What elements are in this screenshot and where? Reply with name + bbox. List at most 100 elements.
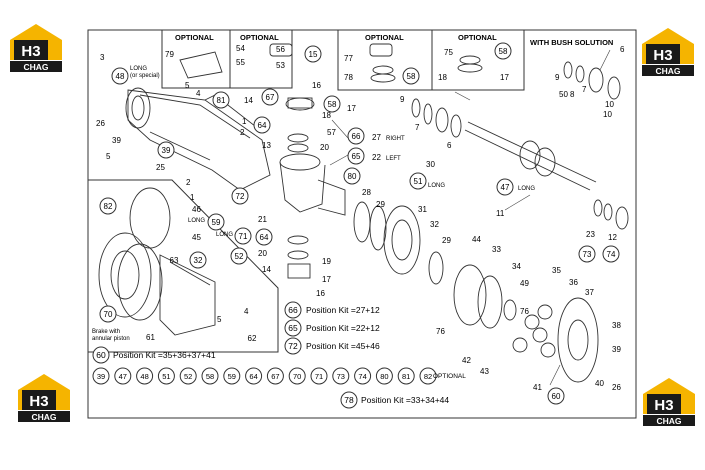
svg-text:H3: H3: [21, 43, 40, 60]
svg-text:13: 13: [262, 141, 271, 150]
svg-text:Position Kit =27+12: Position Kit =27+12: [306, 305, 380, 315]
svg-text:80: 80: [380, 372, 388, 381]
svg-text:H3: H3: [653, 47, 672, 64]
svg-text:60: 60: [552, 392, 561, 401]
svg-text:81: 81: [217, 96, 226, 105]
svg-text:82: 82: [424, 372, 432, 381]
callout-72a: 72: [231, 187, 249, 205]
svg-text:19: 19: [322, 257, 331, 266]
svg-text:70: 70: [104, 310, 113, 319]
optional-part-67: 67: [266, 367, 284, 385]
optional-title-2: OPTIONAL: [240, 33, 279, 42]
optional-part-39: 39: [92, 367, 110, 385]
svg-text:16: 16: [316, 289, 325, 298]
optional-panel-2: [229, 29, 293, 89]
svg-text:Position Kit =35+36+37+41: Position Kit =35+36+37+41: [113, 350, 216, 360]
svg-text:71: 71: [239, 232, 248, 241]
svg-text:75: 75: [444, 48, 453, 57]
optional-title-3: OPTIONAL: [365, 33, 404, 42]
svg-text:4: 4: [244, 307, 249, 316]
callout-71: 71: [234, 227, 252, 245]
svg-text:Position Kit =33+34+44: Position Kit =33+34+44: [361, 395, 449, 405]
svg-text:45: 45: [192, 233, 201, 242]
svg-text:58: 58: [499, 47, 508, 56]
svg-text:20: 20: [258, 249, 267, 258]
svg-text:65: 65: [288, 323, 298, 333]
svg-text:62: 62: [248, 334, 257, 343]
svg-text:LONG: LONG: [216, 232, 233, 238]
callout-62: 62: [248, 334, 257, 343]
svg-text:CHAG: CHAG: [31, 412, 56, 422]
callout-80: 80: [343, 167, 361, 185]
svg-text:52: 52: [184, 372, 192, 381]
svg-text:34: 34: [512, 262, 521, 271]
svg-text:26: 26: [96, 119, 105, 128]
circled-callouts: 48 81 67 58 66 65 80 64 39 82 59 72 71 6…: [99, 42, 620, 405]
callout-58c: 58: [494, 42, 512, 60]
svg-text:17: 17: [347, 104, 356, 113]
svg-text:54: 54: [236, 44, 245, 53]
svg-text:17: 17: [322, 275, 331, 284]
optional-part-82: 82: [419, 367, 437, 385]
svg-text:1: 1: [190, 193, 195, 202]
svg-text:43: 43: [480, 367, 489, 376]
callout-81: 81: [212, 91, 230, 109]
svg-text:48: 48: [116, 72, 125, 81]
optional-part-70: 70: [288, 367, 306, 385]
callout-58b: 58: [402, 67, 420, 85]
brake-drawing: [98, 187, 216, 336]
svg-text:77: 77: [344, 54, 353, 63]
svg-text:66: 66: [288, 305, 298, 315]
svg-text:36: 36: [569, 278, 578, 287]
svg-text:72: 72: [288, 341, 298, 351]
hub-drawing: [353, 201, 599, 383]
svg-text:25: 25: [156, 163, 165, 172]
svg-text:32: 32: [194, 256, 203, 265]
svg-text:61: 61: [146, 333, 155, 342]
bush-parts-drawing: [411, 61, 629, 230]
callout-47: 47: [496, 178, 514, 196]
svg-text:38: 38: [612, 321, 621, 330]
optional-drawings: [179, 43, 483, 83]
callout-70: 70: [99, 305, 117, 323]
optional-part-71: 71: [310, 367, 328, 385]
svg-text:5: 5: [217, 315, 222, 324]
svg-text:44: 44: [472, 235, 481, 244]
svg-text:15: 15: [309, 50, 318, 59]
side-labels: LONG (or special) RIGHT LEFT LONG LONG L…: [92, 66, 535, 342]
brand-logo-top-right: H3 CHAG: [640, 26, 696, 78]
svg-text:58: 58: [407, 72, 416, 81]
optional-panel-4: [431, 29, 525, 91]
svg-text:5: 5: [106, 152, 111, 161]
svg-text:1: 1: [242, 117, 247, 126]
svg-text:Position Kit =22+12: Position Kit =22+12: [306, 323, 380, 333]
svg-text:LEFT: LEFT: [386, 156, 401, 162]
planet-gears-drawing: [512, 304, 556, 358]
svg-text:80: 80: [348, 172, 357, 181]
svg-text:33: 33: [492, 245, 501, 254]
svg-text:3: 3: [100, 53, 105, 62]
svg-text:20: 20: [320, 143, 329, 152]
svg-text:26: 26: [612, 383, 621, 392]
optional-part-51: 51: [157, 367, 175, 385]
svg-text:8: 8: [570, 90, 575, 99]
svg-text:63: 63: [170, 256, 179, 265]
svg-text:53: 53: [276, 61, 285, 70]
svg-text:21: 21: [258, 215, 267, 224]
svg-text:57: 57: [327, 128, 336, 137]
optional-part-52: 52: [179, 367, 197, 385]
svg-text:76: 76: [436, 327, 445, 336]
svg-text:31: 31: [418, 205, 427, 214]
callout-51: 51: [409, 172, 427, 190]
callout-39: 39: [157, 141, 175, 159]
svg-text:CHAG: CHAG: [656, 416, 681, 426]
svg-text:73: 73: [583, 250, 592, 259]
optional-title-4: OPTIONAL: [458, 33, 497, 42]
svg-text:47: 47: [501, 183, 510, 192]
svg-text:56: 56: [276, 45, 285, 54]
callout-60a: 60: [547, 387, 565, 405]
svg-text:28: 28: [362, 188, 371, 197]
callout-73: 73: [578, 245, 596, 263]
svg-text:29: 29: [442, 236, 451, 245]
